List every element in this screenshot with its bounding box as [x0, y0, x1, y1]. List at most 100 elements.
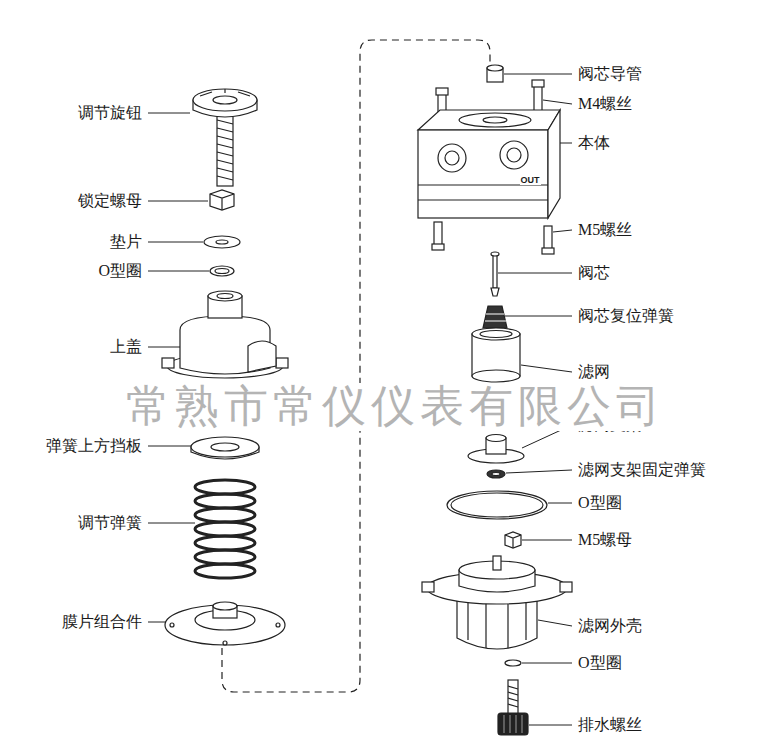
leader-line: [505, 316, 572, 317]
leader-line: [498, 273, 572, 274]
m4-screw: [436, 88, 448, 95]
adjust-spring: [195, 536, 255, 550]
leader-line: [548, 503, 572, 504]
valve-return-spring: [483, 306, 507, 328]
diaphragm-assembly: [223, 641, 227, 645]
o-ring: [210, 266, 234, 276]
drain-screw: [504, 715, 522, 733]
part-name: 滤网外壳: [578, 616, 642, 635]
leader-line: [560, 143, 572, 144]
support-spring: [487, 470, 505, 478]
valve-core: [491, 252, 499, 256]
adjust-knob: [217, 112, 233, 186]
adjust-knob: [200, 89, 250, 96]
upper-cover: [208, 291, 242, 301]
large-o-ring: [447, 491, 547, 519]
body: [459, 113, 531, 127]
filter-support: [468, 435, 524, 464]
part-name: 弹簧上方挡板: [46, 436, 142, 455]
drain-screw: [508, 680, 518, 715]
valve-core: [493, 254, 497, 288]
leader-line: [521, 365, 572, 372]
part-name: M5螺丝: [578, 220, 632, 239]
diaphragm-assembly: [165, 605, 285, 645]
m5-nut: [505, 535, 521, 548]
filter: [480, 331, 512, 338]
adjust-spring: [195, 522, 255, 536]
large-o-ring: [447, 491, 547, 519]
part-name: 本体: [578, 133, 610, 152]
filter-housing: [493, 556, 501, 570]
body: [418, 185, 548, 200]
leader-line: [529, 725, 572, 726]
part-name: 膜片组合件: [62, 612, 142, 631]
body: [445, 151, 459, 165]
diaphragm-assembly: [276, 623, 280, 627]
adjust-knob: [217, 120, 233, 180]
filter-support: [486, 435, 506, 442]
part-name: 调节弹簧: [78, 513, 142, 532]
large-o-ring: [451, 493, 543, 517]
diaphragm-assembly: [170, 623, 174, 627]
part-name: 垫片: [110, 232, 142, 251]
o-ring: [215, 269, 229, 274]
body: [438, 144, 466, 172]
adjust-spring: [195, 480, 255, 578]
leader-line: [148, 271, 209, 272]
body: [418, 110, 560, 130]
leader-line: [148, 201, 208, 202]
valve-return-spring: [485, 314, 506, 321]
leader-line: [148, 622, 166, 623]
adjust-spring: [195, 550, 255, 564]
lock-nut: [210, 190, 234, 210]
leader-line: [522, 540, 572, 541]
m4-screw: [534, 84, 542, 112]
filter-housing: [422, 582, 434, 592]
adjust-spring: [195, 494, 255, 508]
adjust-knob: [213, 96, 237, 104]
m5-screw: [432, 222, 554, 254]
upper-cover: [248, 341, 276, 372]
small-o-ring: [505, 660, 521, 666]
leader-line: [504, 74, 572, 75]
washer: [204, 236, 240, 248]
part-name: O型圈: [578, 653, 622, 672]
filter: [472, 328, 520, 382]
diaphragm-assembly: [165, 602, 285, 645]
small-o-ring: [505, 660, 521, 666]
m5-screw: [544, 226, 552, 250]
spring-baffle: [191, 437, 259, 457]
valve-core: [491, 252, 499, 296]
port-marking: OUT: [520, 175, 541, 186]
adjust-spring: [195, 508, 255, 522]
washer: [204, 236, 240, 248]
body: [507, 148, 521, 162]
spring-baffle: [191, 437, 259, 459]
body: [548, 110, 560, 218]
valve-guide: [487, 65, 503, 82]
lock-nut: [210, 194, 234, 210]
part-name: O型圈: [98, 261, 142, 280]
leader-line: [506, 470, 572, 473]
part-name: O型圈: [578, 493, 622, 512]
valve-core: [491, 288, 499, 296]
body: [483, 117, 507, 123]
part-name: 阀芯导管: [578, 64, 642, 83]
upper-cover: [162, 358, 174, 368]
m4-screw: [532, 80, 544, 87]
m5-nut: [505, 532, 521, 548]
leader-line: [543, 100, 572, 104]
adjust-spring: [195, 480, 255, 494]
upper-cover: [217, 294, 233, 299]
part-name: 排水螺丝: [578, 715, 642, 734]
part-name: 锁定螺母: [78, 191, 142, 210]
m5-screw: [432, 244, 444, 250]
lock-nut: [210, 190, 234, 210]
leader-line: [148, 446, 191, 447]
valve-return-spring: [483, 306, 507, 328]
spring-baffle: [211, 443, 239, 451]
support-spring: [492, 473, 500, 476]
filter-housing: [560, 582, 572, 592]
leader-line: [148, 242, 203, 243]
leader-line: [538, 620, 572, 626]
